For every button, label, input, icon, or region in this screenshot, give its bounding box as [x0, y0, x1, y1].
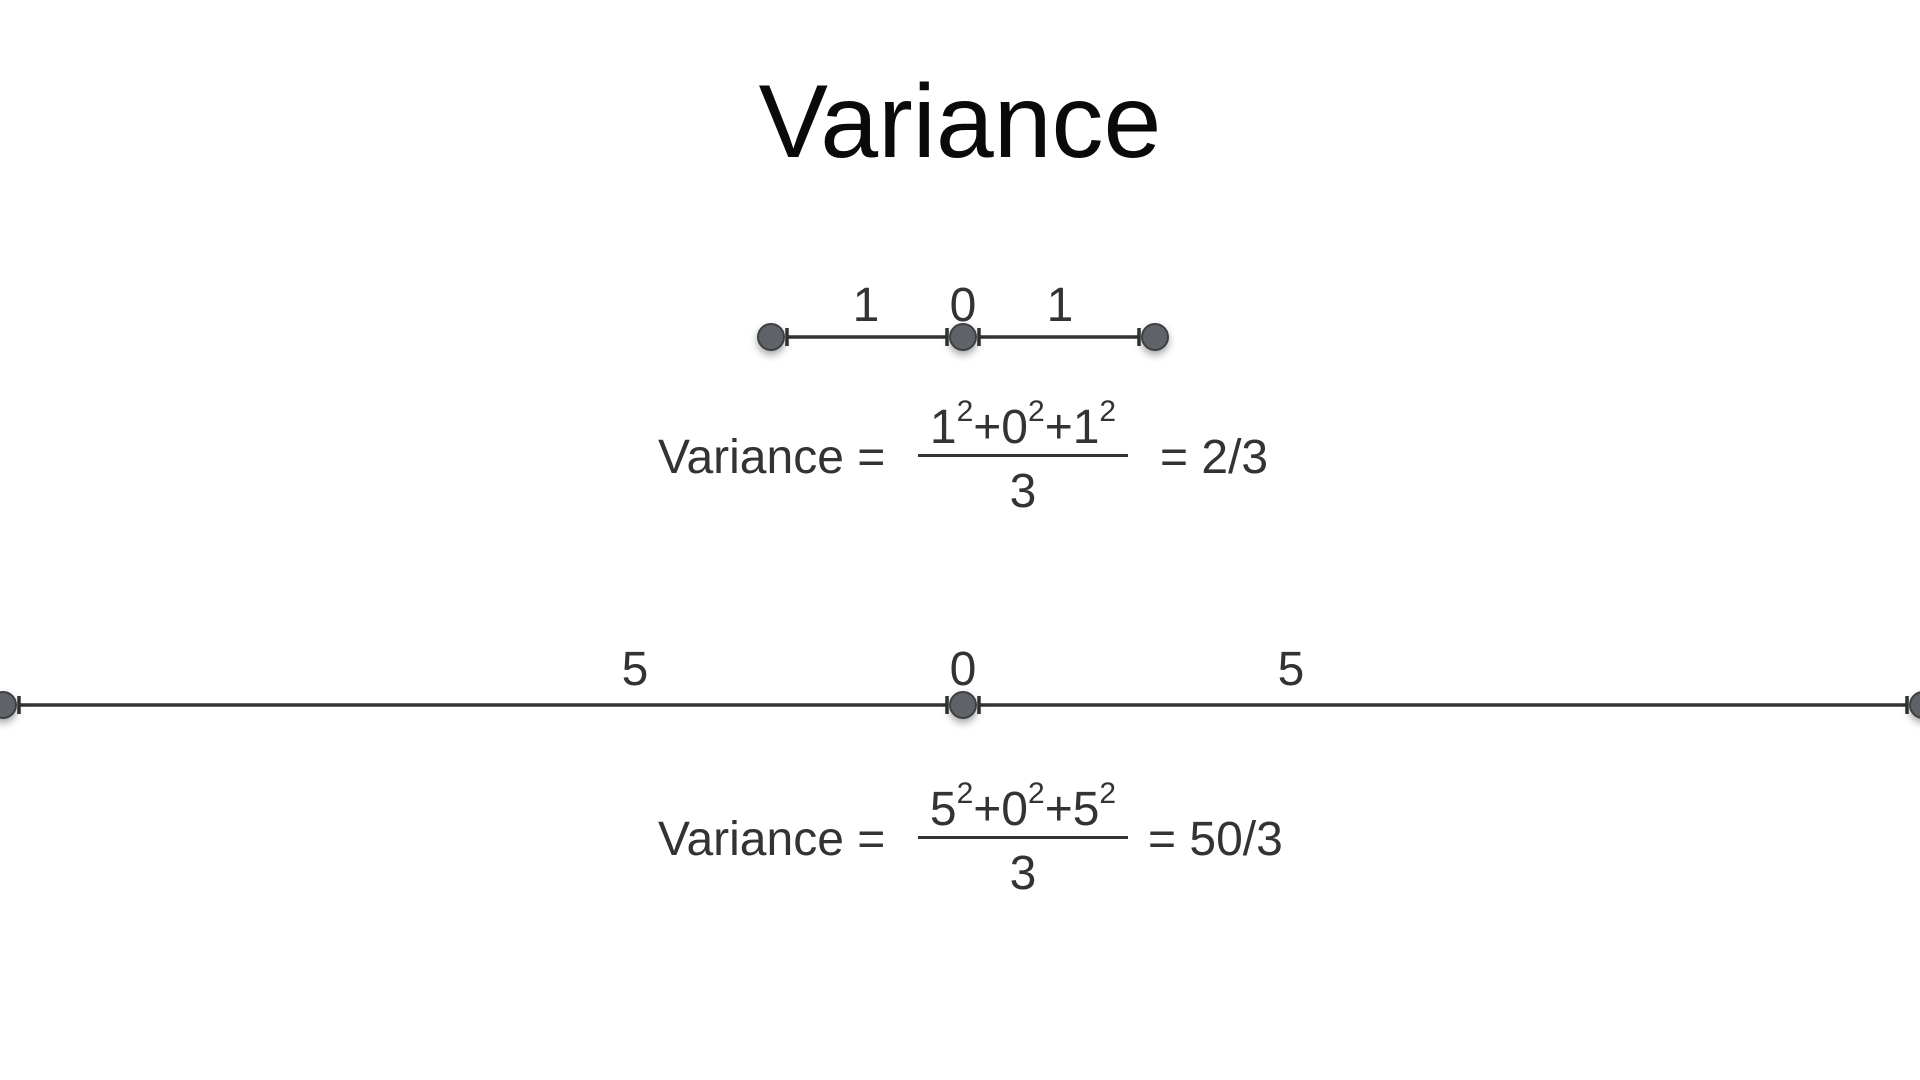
deviation-label-left-2: 5: [621, 643, 649, 696]
data-point-right-1: [1141, 323, 1169, 351]
data-point-left-2: [0, 691, 17, 719]
data-point-left-1: [757, 323, 785, 351]
deviation-label-center-2: 0: [949, 643, 977, 696]
fraction-denominator-2: 3: [1009, 847, 1037, 900]
number-line-1: [757, 323, 1169, 351]
variance-result-2: = 50/3: [1148, 813, 1283, 866]
fraction-bar-1: [918, 454, 1128, 457]
deviation-label-right-2: 5: [1277, 643, 1305, 696]
deviation-label-right: 1: [1046, 279, 1074, 332]
data-point-right-2: [1909, 691, 1920, 719]
data-point-center-1: [949, 323, 977, 351]
slide-title: Variance: [758, 64, 1162, 180]
data-point-center-2: [949, 691, 977, 719]
variance-label-1: Variance =: [658, 431, 886, 484]
fraction-numerator-2: 52+02+52: [929, 777, 1117, 836]
fraction-bar-2: [918, 836, 1128, 839]
fraction-numerator-1: 12+02+12: [929, 395, 1117, 454]
deviation-label-left: 1: [852, 279, 880, 332]
variance-label-2: Variance =: [658, 813, 886, 866]
fraction-denominator-1: 3: [1009, 465, 1037, 518]
deviation-label-center: 0: [949, 279, 977, 332]
variance-result-1: = 2/3: [1160, 431, 1269, 484]
variance-fraction-1: 12+02+12 3: [918, 390, 1128, 520]
variance-fraction-2: 52+02+52 3: [918, 772, 1128, 902]
number-line-2: [0, 691, 1920, 719]
